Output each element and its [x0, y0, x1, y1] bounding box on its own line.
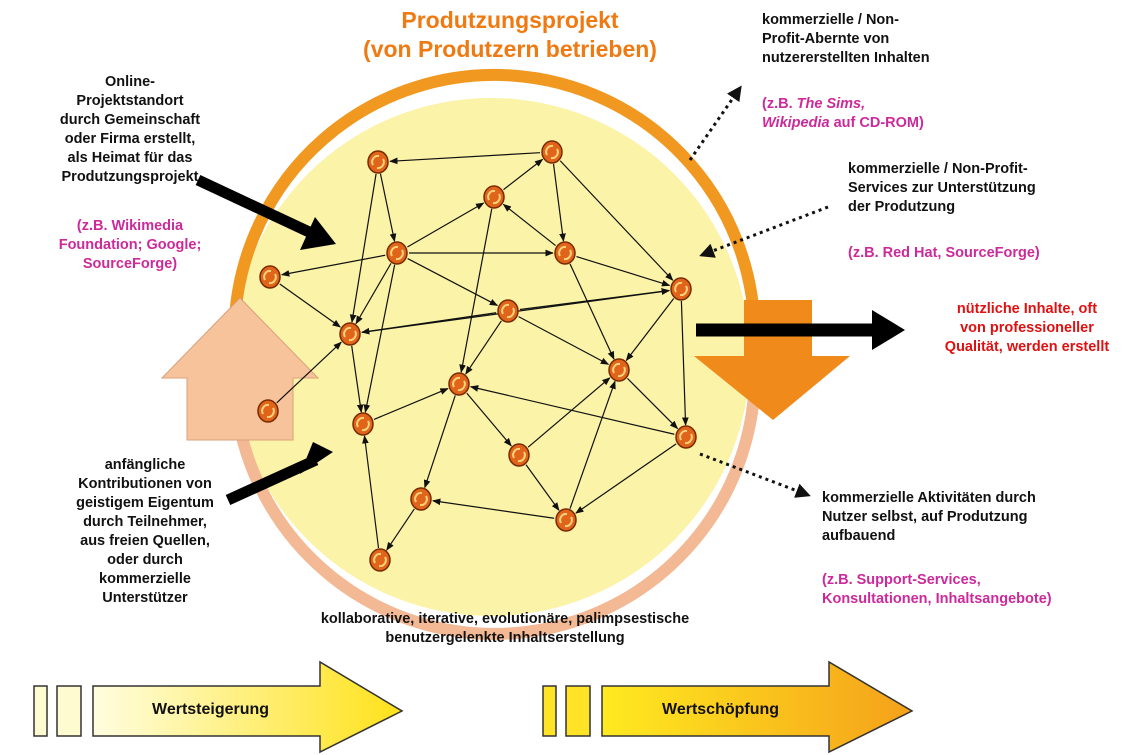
harvest-examples: (z.B. The Sims, Wikipedia auf CD-ROM)	[762, 95, 1022, 133]
title-line-2: (von Produtzern betrieben)	[363, 36, 657, 62]
network-edge	[279, 283, 341, 328]
network-node	[257, 399, 279, 423]
value-creation-label: Wertschöpfung	[662, 701, 780, 718]
network-node	[410, 487, 432, 511]
input-arrows	[195, 175, 905, 506]
dotted-arrows	[688, 85, 829, 498]
network-edge	[407, 258, 499, 306]
network-edge	[362, 435, 380, 549]
network-edge	[552, 163, 566, 242]
circle-ring-upper	[229, 68, 761, 353]
network-edge	[355, 263, 392, 325]
bottom-arrow-right	[542, 660, 914, 754]
network-edge	[379, 173, 397, 243]
network-node	[339, 322, 361, 346]
network-node	[483, 185, 505, 209]
bottom-arrow-left	[33, 660, 404, 754]
services-label: kommerzielle / Non-Profit- Services zur …	[848, 161, 1036, 215]
network-node	[555, 508, 577, 532]
harvest-ex-prefix: (z.B.	[762, 96, 797, 112]
network-edge	[276, 341, 342, 404]
network-edge	[389, 152, 541, 165]
network-edge	[559, 160, 674, 281]
user-activities-examples: (z.B. Support-Services, Konsultationen, …	[822, 572, 1052, 607]
network-edge	[502, 203, 556, 247]
project-site-label: Online- Projektstandort durch Gemeinscha…	[59, 74, 201, 185]
network-edge	[351, 345, 364, 413]
network-node	[259, 265, 281, 289]
title-line-1: Produtzungsprojekt	[401, 7, 619, 33]
network-node	[448, 372, 470, 396]
network-edge	[349, 173, 377, 323]
network-edge	[525, 464, 560, 511]
output-label: nützliche Inhalte, oft von professionell…	[944, 301, 1110, 355]
network-node	[675, 425, 697, 449]
network-edge	[386, 508, 415, 551]
network-node	[497, 299, 519, 323]
network-edge	[459, 208, 493, 374]
network-node	[541, 140, 563, 164]
network-edge	[503, 158, 544, 191]
project-circle	[232, 98, 750, 616]
network-node	[386, 241, 408, 265]
diagram-title: Produtzungsprojekt (von Produtzern betri…	[300, 6, 720, 64]
network-edge	[527, 377, 611, 448]
network-node	[367, 150, 389, 174]
user-activities-label: kommerzielle Aktivitäten durch Nutzer se…	[822, 490, 1036, 544]
network-edge	[361, 312, 497, 335]
harvest-ex-suffix: auf CD-ROM)	[829, 115, 924, 131]
network-node	[352, 412, 374, 436]
network-node	[608, 358, 630, 382]
network-edges	[276, 152, 689, 551]
value-increase-label: Wertsteigerung	[152, 701, 270, 718]
network-edge	[280, 254, 386, 277]
network-edge	[432, 498, 555, 519]
network-edge	[423, 395, 456, 489]
network-edge	[518, 316, 610, 365]
circle-ring-lower	[229, 351, 761, 640]
network-edge	[576, 255, 671, 287]
network-node	[554, 241, 576, 265]
network-edge	[465, 320, 502, 375]
network-edge	[569, 263, 615, 360]
network-node	[508, 443, 530, 467]
network-edge	[575, 443, 677, 514]
harvest-ex-sims: The Sims,	[796, 96, 866, 112]
network-edge	[569, 380, 616, 509]
harvest-ex-wikipedia: Wikipedia	[762, 115, 830, 131]
feed-in-arrow	[160, 297, 320, 441]
contributions-label: anfängliche Kontributionen von geistigem…	[76, 457, 214, 606]
network-node	[670, 277, 692, 301]
network-edge	[469, 385, 675, 435]
network-node	[369, 548, 391, 572]
harvest-label: kommerzielle / Non- Profit-Abernte von n…	[762, 12, 930, 66]
services-examples: (z.B. Red Hat, SourceForge)	[848, 245, 1040, 261]
network-edge	[680, 300, 689, 426]
network-edge	[373, 388, 449, 420]
network-edge	[466, 392, 512, 447]
network-edge	[363, 264, 396, 414]
network-edge	[625, 298, 675, 362]
network-edge	[407, 202, 485, 248]
network-nodes	[257, 140, 697, 572]
process-label: kollaborative, iterative, evolutionäre, …	[320, 611, 690, 646]
network-edge	[627, 378, 679, 430]
project-site-examples: (z.B. Wikimedia Foundation; Google; Sour…	[58, 218, 202, 272]
